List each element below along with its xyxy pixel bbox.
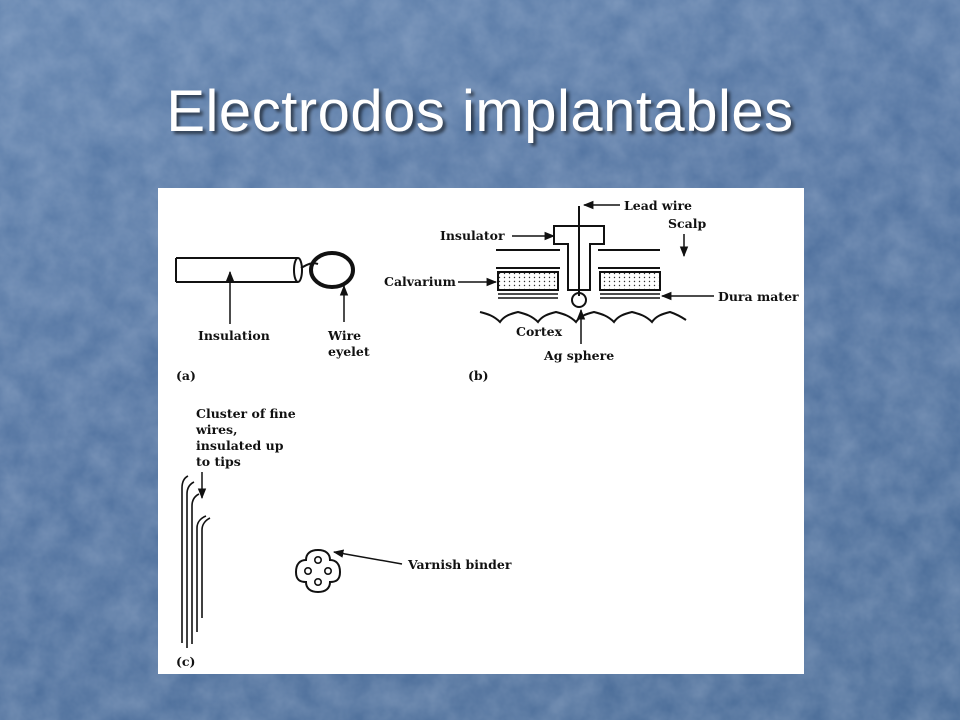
- wire-eyelet: [309, 251, 355, 289]
- wire-section-2: [324, 566, 333, 575]
- panel-a-tag: (a): [176, 368, 196, 383]
- calvarium-label: Calvarium: [384, 274, 456, 289]
- eyelet-label: eyelet: [328, 344, 370, 359]
- cluster-label-2: wires,: [195, 422, 237, 437]
- dura-mater-layer: [498, 293, 660, 299]
- wire-section-1: [314, 555, 323, 564]
- cluster-label-3: insulated up: [196, 438, 284, 453]
- electrode-figure: Insulation Wire eyelet (a): [158, 188, 804, 674]
- wire-section-4: [304, 566, 313, 575]
- calvarium-right: [599, 271, 661, 291]
- scalp-label: Scalp: [668, 216, 706, 231]
- cortex-surface: [479, 310, 687, 324]
- insulated-wire-body: [175, 257, 298, 283]
- fine-wire-3: [191, 493, 200, 644]
- panel-c-tag: (c): [176, 654, 195, 669]
- slide-title: Electrodos implantables: [166, 79, 794, 144]
- ag-sphere-label: Ag sphere: [543, 348, 614, 363]
- calvarium-left: [497, 271, 559, 291]
- scalp-layer: [496, 249, 660, 269]
- fine-wire-1: [181, 475, 189, 643]
- cortex-label: Cortex: [516, 324, 563, 339]
- wire-label: Wire: [327, 328, 361, 343]
- varnish-binder-arrow: [332, 549, 403, 565]
- panel-b-tag: (b): [468, 368, 489, 383]
- fine-wire-4: [196, 515, 207, 632]
- panel-a: [175, 251, 355, 324]
- insulator: [553, 225, 605, 291]
- ag-sphere: [571, 292, 587, 308]
- varnish-binder-label: Varnish binder: [407, 557, 512, 572]
- insulation-label: Insulation: [198, 328, 270, 343]
- insulator-label: Insulator: [440, 228, 505, 243]
- fine-wire-2: [186, 481, 195, 648]
- insulated-wire-end: [293, 257, 303, 283]
- lead-wire-label: Lead wire: [624, 198, 692, 213]
- wire-section-3: [314, 577, 323, 586]
- dura-mater-label: Dura mater: [718, 289, 799, 304]
- panel-c: [181, 472, 403, 648]
- cluster-label-4: to tips: [196, 454, 241, 469]
- wire-strand: [300, 262, 319, 269]
- fine-wire-5: [201, 517, 211, 618]
- cluster-label-1: Cluster of fine: [196, 406, 296, 421]
- electrode-diagram: Insulation Wire eyelet (a): [175, 198, 799, 669]
- panel-b: [458, 200, 714, 344]
- varnish-binder-cross-section: [294, 548, 342, 594]
